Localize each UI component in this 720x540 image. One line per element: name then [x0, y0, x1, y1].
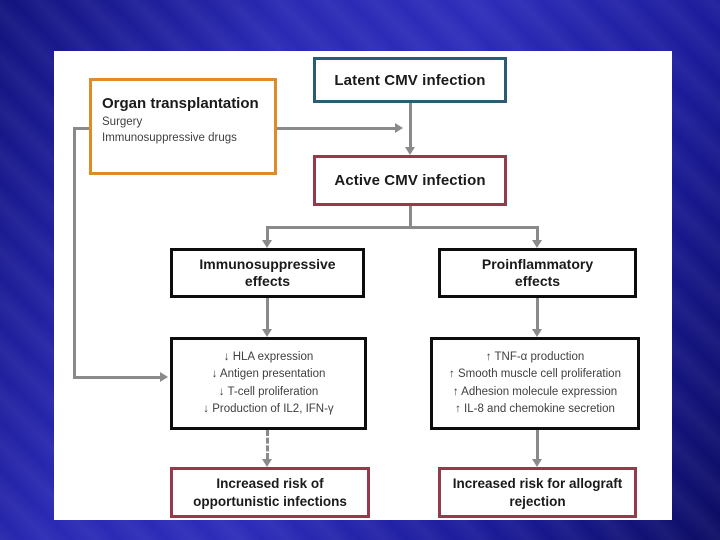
arrow-branch-left-head: [262, 240, 272, 248]
arrow-active-stub-line: [409, 206, 412, 229]
arrow-immuno-effects-to-detail-head: [262, 329, 272, 337]
detail-item: ↓ T-cell proliferation: [218, 385, 319, 398]
arrow-latent-to-active-line: [409, 103, 412, 147]
arrow-immuno-effects-to-detail-line: [266, 298, 269, 329]
arrow-transplant-route-head: [160, 372, 168, 382]
arrow-detail-to-risk-right-head: [532, 459, 542, 467]
node-label: Increased risk of opportunistic infectio…: [193, 475, 347, 509]
node-label: Immunosuppressive effects: [199, 255, 336, 290]
arrow-transplant-route-top-line: [73, 127, 89, 130]
arrow-proinflam-effects-to-detail-head: [532, 329, 542, 337]
arrow-transplant-to-main-line: [277, 127, 395, 130]
arrow-proinflam-effects-to-detail-line: [536, 298, 539, 329]
node-proinflammatory-effects: Proinflammatory effects: [438, 248, 637, 298]
detail-item: ↑ IL-8 and chemokine secretion: [455, 402, 615, 415]
arrow-detail-to-risk-left-head: [262, 459, 272, 467]
slide-canvas: Latent CMV infection Organ transplantati…: [54, 51, 672, 520]
arrow-transplant-to-main-head: [395, 123, 403, 133]
detail-item: ↓ Antigen presentation: [211, 368, 326, 381]
arrow-branch-horizontal-line: [266, 226, 539, 229]
node-subline: Surgery: [102, 116, 143, 128]
detail-item: ↑ Adhesion molecule expression: [452, 385, 618, 398]
arrow-latent-to-active-head: [405, 147, 415, 155]
node-title: Organ transplantation: [102, 95, 259, 112]
arrow-detail-to-risk-right-line: [536, 430, 539, 459]
node-organ-transplantation: Organ transplantation Surgery Immunosupp…: [89, 78, 277, 175]
arrow-transplant-route-vertical-line: [73, 127, 76, 379]
node-latent-cmv-infection: Latent CMV infection: [313, 57, 507, 103]
arrow-branch-left-line: [266, 226, 269, 240]
node-active-cmv-infection: Active CMV infection: [313, 155, 507, 206]
node-immunosuppressive-detail-list: ↓ HLA expression ↓ Antigen presentation …: [170, 337, 367, 430]
arrow-branch-right-line: [536, 226, 539, 240]
arrow-detail-to-risk-left-dashed-line: [266, 430, 269, 459]
node-label: Active CMV infection: [334, 172, 486, 189]
node-label: Increased risk for allograft rejection: [452, 475, 623, 509]
detail-item: ↓ Production of IL2, IFN-γ: [203, 402, 334, 415]
node-immunosuppressive-effects: Immunosuppressive effects: [170, 248, 365, 298]
node-label: Proinflammatory effects: [481, 255, 594, 290]
detail-item: ↑ TNF-α production: [485, 351, 585, 363]
arrow-transplant-route-bottom-line: [73, 376, 160, 379]
detail-item: ↑ Smooth muscle cell proliferation: [449, 368, 621, 381]
node-label: Latent CMV infection: [334, 71, 486, 89]
node-subline: Immunosuppressive drugs: [102, 131, 237, 144]
node-proinflammatory-detail-list: ↑ TNF-α production ↑ Smooth muscle cell …: [430, 337, 640, 430]
node-risk-allograft-rejection: Increased risk for allograft rejection: [438, 467, 637, 518]
node-risk-opportunistic-infections: Increased risk of opportunistic infectio…: [170, 467, 370, 518]
arrow-branch-right-head: [532, 240, 542, 248]
detail-item: ↓ HLA expression: [223, 351, 314, 363]
